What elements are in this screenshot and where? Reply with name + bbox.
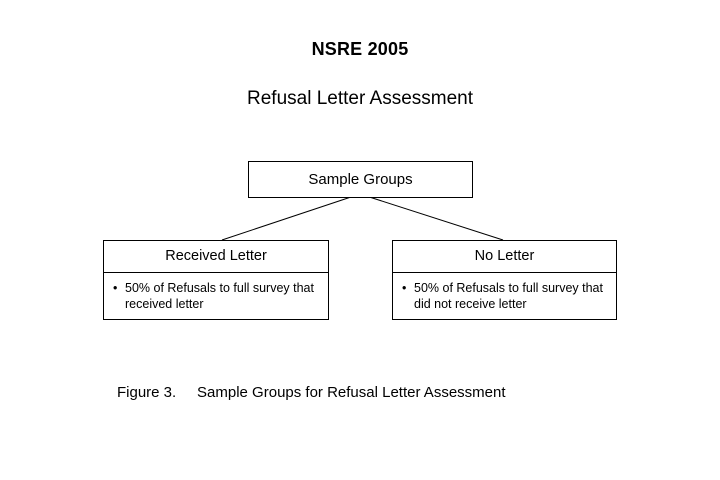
- bullet-label: 50% of Refusals to full survey that rece…: [125, 281, 314, 311]
- node-no-letter[interactable]: No Letter • 50% of Refusals to full surv…: [392, 240, 617, 320]
- bullet-item: • 50% of Refusals to full survey that re…: [113, 280, 320, 312]
- node-no-letter-body: • 50% of Refusals to full survey that di…: [393, 273, 616, 319]
- figure-caption: Figure 3. Sample Groups for Refusal Lett…: [117, 384, 506, 401]
- connector-line-right: [359, 193, 504, 241]
- page-title: NSRE 2005: [311, 39, 409, 59]
- node-no-letter-header: No Letter: [393, 241, 616, 273]
- bullet-icon: •: [402, 281, 407, 295]
- connector-line-left: [221, 193, 361, 241]
- node-received-letter-body: • 50% of Refusals to full survey that re…: [104, 273, 328, 319]
- node-sample-groups-label: Sample Groups: [308, 171, 413, 188]
- page-subtitle: Refusal Letter Assessment: [247, 88, 473, 109]
- node-received-letter-header: Received Letter: [104, 241, 328, 273]
- bullet-label: 50% of Refusals to full survey that did …: [414, 281, 603, 311]
- bullet-icon: •: [113, 281, 118, 295]
- bullet-item: • 50% of Refusals to full survey that di…: [402, 280, 608, 312]
- node-received-letter[interactable]: Received Letter • 50% of Refusals to ful…: [103, 240, 329, 320]
- node-sample-groups[interactable]: Sample Groups: [248, 161, 473, 198]
